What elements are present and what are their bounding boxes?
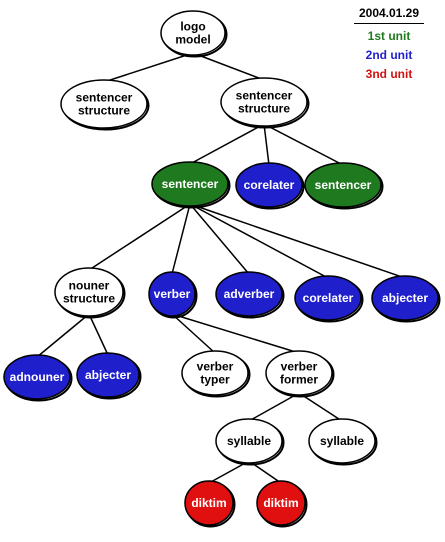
edge-nouner-structure-to-adnouner [36, 313, 90, 358]
node-ellipse [308, 418, 376, 464]
node-ellipse [294, 275, 362, 321]
node-ellipse [160, 10, 226, 56]
node-label: corelater [244, 178, 295, 192]
node-syllable-2: syllable [308, 418, 378, 466]
legend-1st-unit: 1st unit [367, 29, 411, 43]
edge-sentencer-structure-right-to-sentencer-2 [263, 123, 344, 166]
node-diktim-1: diktim [184, 480, 236, 528]
node-label: syllable [227, 434, 271, 448]
legend: 2004.01.29 1st unit 2nd unit 3nd unit [354, 6, 424, 81]
node-ellipse [148, 271, 196, 317]
node-ellipse [60, 79, 148, 129]
node-label: abjecter [85, 368, 131, 382]
edges [36, 52, 406, 484]
node-ellipse [184, 480, 234, 526]
edge-logo-model-to-sentencer-structure-left [103, 52, 194, 83]
node-verber: verber [148, 271, 198, 319]
node-ellipse [371, 275, 439, 321]
edge-verber-former-to-syllable-2 [298, 392, 343, 422]
edge-sentencer-1-to-adverber [189, 203, 250, 275]
edge-sentencer-structure-right-to-corelater-1 [263, 123, 270, 166]
node-label: adnouner [10, 370, 65, 384]
node-label: diktim [263, 496, 298, 510]
edge-verber-to-verber-typer [171, 313, 216, 354]
edge-sentencer-1-to-corelater-2 [189, 203, 329, 279]
edge-sentencer-structure-right-to-sentencer-1 [189, 123, 265, 165]
node-label: sentencer [315, 178, 372, 192]
edge-logo-model-to-sentencer-structure-right [192, 52, 265, 81]
node-ellipse [304, 162, 382, 208]
node-ellipse [265, 350, 333, 396]
edge-verber-former-to-syllable-1 [248, 392, 300, 422]
edge-sentencer-1-to-nouner-structure [88, 203, 191, 271]
node-ellipse [76, 352, 140, 398]
edge-sentencer-1-to-verber [171, 203, 191, 275]
node-corelater-2: corelater [294, 275, 364, 323]
node-ellipse [3, 354, 71, 400]
node-label: adverber [224, 287, 275, 301]
node-label: verber [154, 287, 191, 301]
node-ellipse [235, 162, 303, 208]
node-ellipse [220, 77, 308, 127]
node-ellipse [181, 350, 249, 396]
node-adverber: adverber [215, 271, 285, 319]
node-ellipse [54, 267, 124, 317]
node-sentencer-1: sentencer [151, 161, 231, 209]
node-diktim-2: diktim [256, 480, 308, 528]
legend-2nd-unit: 2nd unit [365, 48, 413, 62]
legend-date: 2004.01.29 [354, 6, 424, 24]
legend-3nd-unit: 3nd unit [365, 67, 413, 81]
node-sentencer-2: sentencer [304, 162, 384, 210]
node-label: syllable [320, 434, 364, 448]
node-label: diktim [191, 496, 226, 510]
node-syllable-1: syllable [215, 418, 285, 466]
node-label: sentencer [162, 177, 219, 191]
edge-verber-to-verber-former [171, 313, 300, 354]
edge-sentencer-1-to-abjecter-1 [189, 203, 406, 279]
node-ellipse [256, 480, 306, 526]
node-ellipse [215, 418, 283, 464]
node-ellipse [215, 271, 283, 317]
edge-nouner-structure-to-abjecter-2 [88, 313, 109, 356]
node-corelater-1: corelater [235, 162, 305, 210]
node-abjecter-1: abjecter [371, 275, 441, 323]
node-ellipse [151, 161, 229, 207]
node-label: abjecter [382, 291, 428, 305]
node-abjecter-2: abjecter [76, 352, 142, 400]
node-label: corelater [303, 291, 354, 305]
node-adnouner: adnouner [3, 354, 73, 402]
